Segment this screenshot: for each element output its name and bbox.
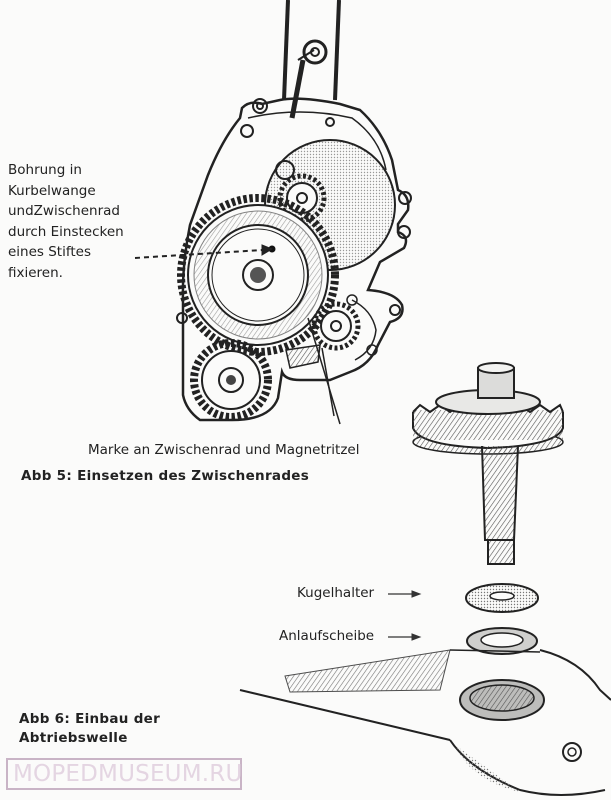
thrust-washer bbox=[466, 627, 538, 655]
figure6-caption: Abb 6: Einbau der Abtriebswelle bbox=[19, 711, 161, 746]
idler-gear bbox=[177, 194, 339, 356]
watermark: MOPEDMUSEUM.RU bbox=[6, 758, 242, 790]
pointer-arrows bbox=[134, 244, 341, 425]
ball-cage bbox=[465, 583, 539, 613]
timing-mark-label: Marke an Zwischenrad und Magnetritzel bbox=[88, 442, 360, 458]
pin-fixing-note: Bohrung in Kurbelwange undZwischenrad du… bbox=[8, 162, 124, 281]
watermark-text: MOPEDMUSEUM.RU bbox=[13, 761, 243, 787]
housing-half bbox=[239, 649, 611, 796]
ball-cage-label: Kugelhalter bbox=[297, 585, 375, 601]
label-arrows bbox=[388, 590, 422, 641]
thrust-washer-label: Anlaufscheibe bbox=[279, 628, 375, 644]
magneto-pinion bbox=[285, 294, 378, 369]
lower-gear bbox=[190, 339, 272, 421]
output-shaft bbox=[412, 362, 564, 565]
crankcase-drawing bbox=[176, 0, 412, 422]
figure5-caption: Abb 5: Einsetzen des Zwischenrades bbox=[21, 468, 310, 484]
